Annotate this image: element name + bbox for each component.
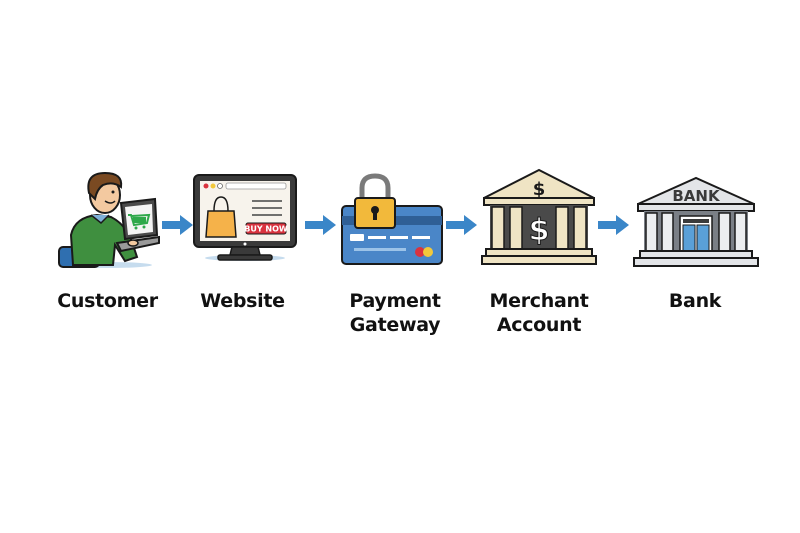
website-monitor-icon: BUY NOW xyxy=(193,174,297,261)
label-merchant-account: Merchant Account xyxy=(478,289,600,337)
merchant-bank-dollar-icon: $ $ xyxy=(481,168,597,265)
arrow-right-icon xyxy=(162,215,193,235)
arrow-right-icon xyxy=(598,215,629,235)
label-website: Website xyxy=(200,290,285,312)
label-bank: Bank xyxy=(668,290,722,312)
customer-laptop-icon xyxy=(58,171,160,268)
label-payment-gateway: Payment Gateway xyxy=(349,290,441,336)
dollar-sign: $ xyxy=(533,179,546,200)
label-merchant-line1: Merchant xyxy=(489,290,589,312)
bank-building-icon: BANK xyxy=(633,176,759,267)
arrow-right-icon xyxy=(305,215,336,235)
dollar-sign-large: $ xyxy=(529,213,550,248)
buy-now-button-text: BUY NOW xyxy=(244,225,288,234)
label-customer: Customer xyxy=(57,290,158,312)
label-merchant-line2: Account xyxy=(496,314,582,336)
locked-credit-card-icon xyxy=(341,173,443,265)
arrow-right-icon xyxy=(446,215,477,235)
bank-sign: BANK xyxy=(672,187,721,205)
